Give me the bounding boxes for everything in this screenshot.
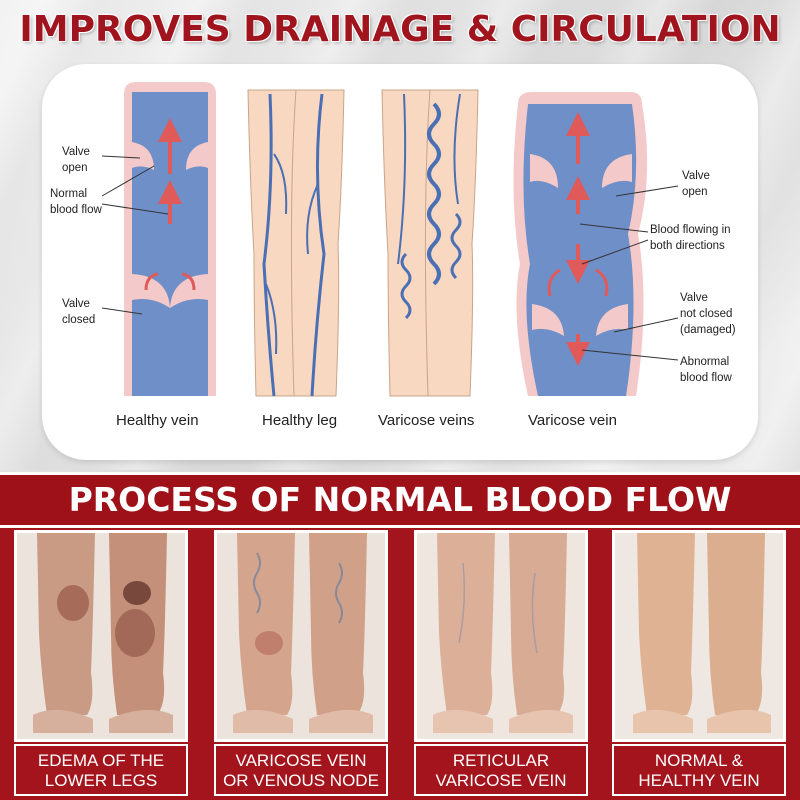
stage-photo-healthy <box>612 530 786 742</box>
vein-diagram-card: Valve open Normal blood flow Valve close… <box>42 64 758 460</box>
legs-varicose-photo-icon <box>217 533 385 739</box>
vein-diagram <box>101 82 679 397</box>
healthy-vein-illustration <box>101 82 216 396</box>
varicose-vein-illustration <box>513 92 679 396</box>
varicose-leg-illustration <box>381 89 479 397</box>
stage-photo-reticular <box>414 530 588 742</box>
label-varicose-both-directions: Blood flowing in both directions <box>650 224 731 252</box>
healthy-leg-illustration <box>247 89 345 397</box>
label-varicose-valve-open: Valve open <box>682 170 710 198</box>
legs-edema-photo-icon <box>17 533 185 739</box>
stage-photo-edema <box>14 530 188 742</box>
banner-title: PROCESS OF NORMAL BLOOD FLOW <box>68 480 732 519</box>
caption-healthy-vein: Healthy vein <box>116 412 199 429</box>
legs-healthy-photo-icon <box>615 533 783 739</box>
label-healthy-normal-flow: Normal blood flow <box>50 188 102 216</box>
stage-label-edema: EDEMA OF THE LOWER LEGS <box>14 744 188 796</box>
caption-varicose-veins: Varicose veins <box>378 412 475 429</box>
label-varicose-abnormal-flow: Abnormal blood flow <box>680 356 732 384</box>
caption-varicose-vein: Varicose vein <box>528 412 617 429</box>
process-banner: PROCESS OF NORMAL BLOOD FLOW <box>0 472 800 528</box>
stage-photo-varicose <box>214 530 388 742</box>
stage-label-healthy: NORMAL & HEALTHY VEIN <box>612 744 786 796</box>
label-healthy-valve-closed: Valve closed <box>62 298 96 326</box>
stage-label-reticular: RETICULAR VARICOSE VEIN <box>414 744 588 796</box>
caption-healthy-leg: Healthy leg <box>262 412 338 429</box>
legs-reticular-photo-icon <box>417 533 585 739</box>
label-varicose-valve-not-closed: Valve not closed (damaged) <box>680 292 736 336</box>
stage-label-varicose: VARICOSE VEIN OR VENOUS NODE <box>214 744 388 796</box>
page-title: IMPROVES DRAINAGE & CIRCULATION <box>19 9 781 50</box>
label-healthy-valve-open: Valve open <box>62 146 90 174</box>
